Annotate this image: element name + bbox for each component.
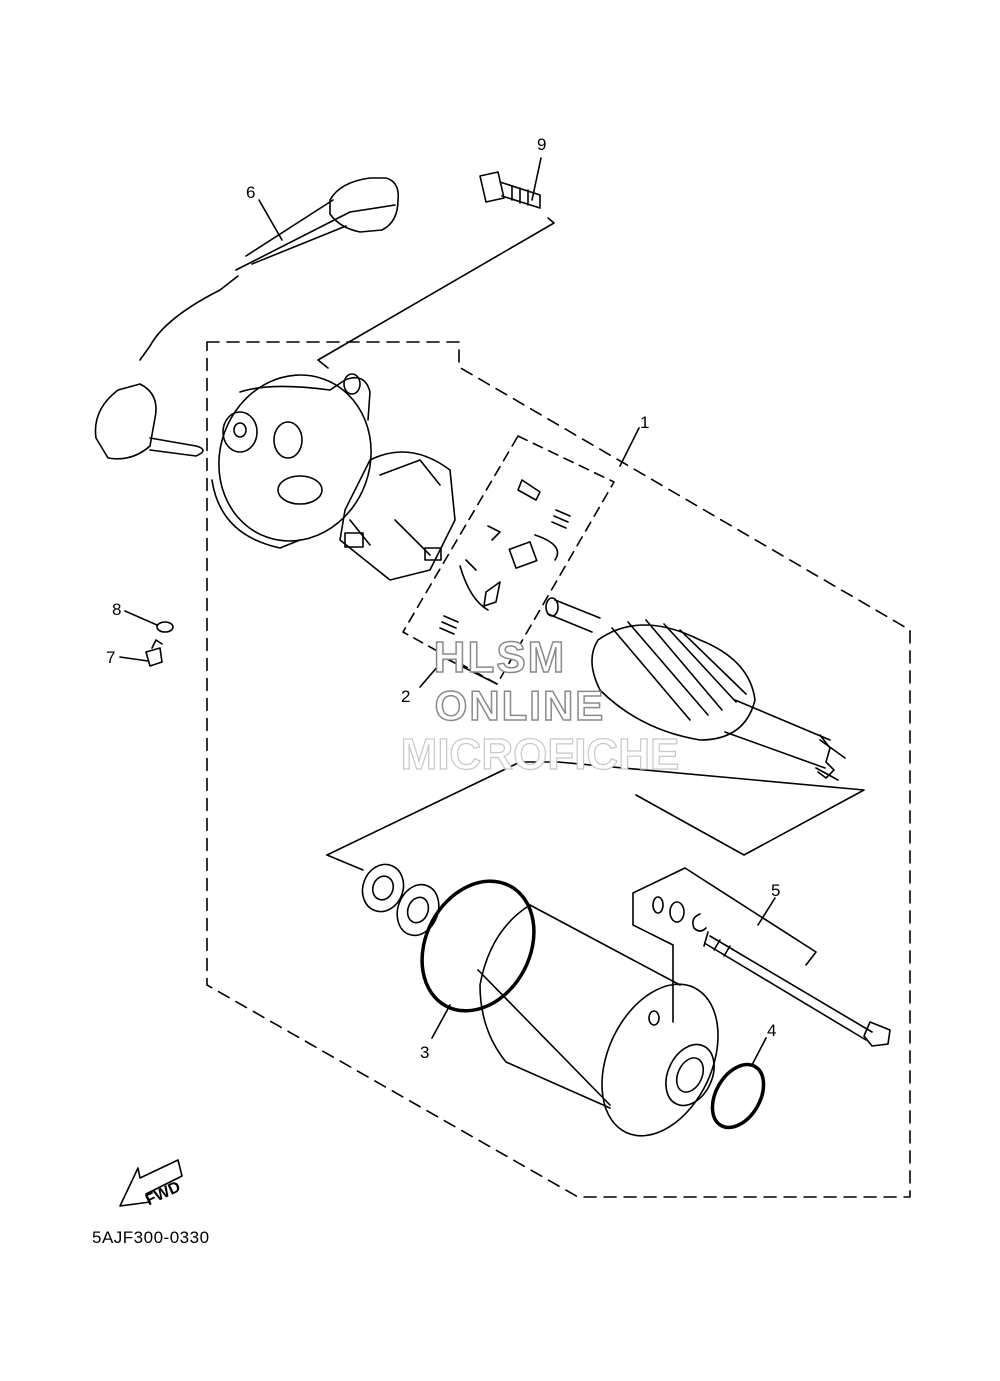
leader-line-7 (119, 656, 149, 662)
bracket-armature-b (326, 854, 364, 871)
o-ring-4-icon (710, 1062, 766, 1130)
callout-5: 5 (771, 881, 780, 900)
callout-3: 3 (420, 1043, 429, 1062)
wire-lead-6-c (245, 199, 347, 265)
callout-9: 9 (537, 135, 546, 154)
bolt-9-icon (479, 171, 541, 209)
leader-line-6 (258, 199, 283, 241)
leader-line-1 (619, 427, 640, 467)
callout-6: 6 (246, 183, 255, 202)
leader-line-4 (751, 1037, 767, 1066)
watermark-line-3: MICROFICHE (400, 729, 680, 779)
leader-line-8 (124, 610, 158, 626)
washers-icon (361, 863, 440, 937)
wire-lead-6 (235, 204, 396, 271)
wire-lead-6-b (139, 275, 239, 361)
callout-7: 7 (106, 648, 115, 667)
callout-2: 2 (401, 687, 410, 706)
wire-boot-left (94, 383, 157, 460)
yoke-icon (477, 904, 719, 1137)
clip-washers-icon (652, 896, 707, 932)
assembly-outline-dashed (206, 341, 911, 1198)
rear-cover-icon (211, 373, 372, 549)
fwd-label: FWD (143, 1178, 183, 1209)
callout-4: 4 (767, 1021, 776, 1040)
bracket-5 (632, 867, 817, 1023)
armature-icon (545, 597, 846, 781)
brushes-springs-icon (439, 479, 571, 635)
leader-line-5 (757, 897, 776, 926)
callout-8: 8 (112, 600, 121, 619)
through-bolt-5-icon (703, 931, 891, 1047)
leader-line-3 (431, 1004, 451, 1039)
leader-line-2 (419, 657, 498, 688)
watermark-line-1: HLSM (433, 632, 567, 683)
reference-code: 5AJF300-0330 (92, 1228, 210, 1247)
callout-1: 1 (640, 413, 649, 432)
bracket-9 (317, 217, 555, 369)
bracket-armature (326, 761, 865, 856)
screw-7-icon (145, 639, 163, 667)
watermark-line-2: ONLINE (434, 681, 606, 730)
washer-8-icon (156, 621, 174, 633)
fwd-arrow-icon (119, 1159, 183, 1207)
o-ring-3-icon (420, 879, 536, 1013)
wire-boot-top (329, 177, 400, 233)
brush-plate-icon (339, 451, 456, 581)
wire-terminal (149, 437, 204, 457)
